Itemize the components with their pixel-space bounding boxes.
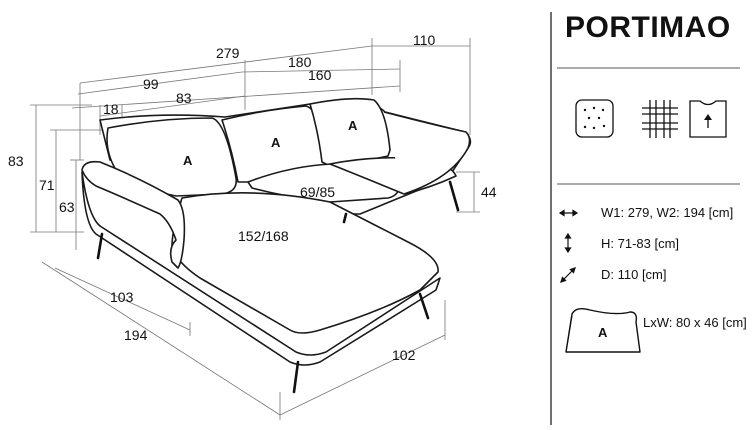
pillow-label-a: A xyxy=(598,325,608,340)
leg-front-corner xyxy=(292,360,300,394)
spec-width: W1: 279, W2: 194 [cm] xyxy=(601,205,733,220)
cushion-label-a-1: A xyxy=(183,153,193,168)
dim-chaise-depth: 103 xyxy=(110,289,134,305)
dim-width-18: 18 xyxy=(103,101,119,117)
leg-back-mid xyxy=(342,212,348,224)
woven-fabric-icon xyxy=(642,100,678,138)
dim-height-71: 71 xyxy=(39,177,55,193)
dim-side-length: 194 xyxy=(124,327,148,343)
dim-seat-depth: 69/85 xyxy=(300,184,335,200)
dim-width-160: 160 xyxy=(308,67,332,83)
cushion-label-a-3: A xyxy=(348,118,358,133)
height-dimension-lines xyxy=(30,104,104,250)
dim-chaise-length: 152/168 xyxy=(238,228,289,244)
bottom-dimension-lines xyxy=(41,261,446,420)
foam-cushion-icon xyxy=(575,99,614,138)
product-title: PORTIMAO xyxy=(565,11,731,44)
spec-depth: D: 110 [cm] xyxy=(601,267,667,282)
dim-total-width: 279 xyxy=(216,45,240,61)
dim-leg-height: 44 xyxy=(481,184,497,200)
dim-width-99: 99 xyxy=(143,76,159,92)
sofa-base xyxy=(81,171,441,366)
pillow-icon: A xyxy=(565,307,641,353)
dim-height-83: 83 xyxy=(8,153,24,169)
sofa-bed-storage-icon xyxy=(689,100,727,138)
depth-arrow-icon xyxy=(560,267,576,283)
leg-front-left xyxy=(96,232,104,260)
dimension-labels: 279 110 180 99 160 18 83 83 71 63 44 69/… xyxy=(8,32,497,363)
leg-chaise xyxy=(418,292,430,320)
top-dimension-lines xyxy=(71,38,471,160)
left-arm xyxy=(81,160,186,269)
height-arrow-icon xyxy=(564,232,572,254)
dim-height-63: 63 xyxy=(59,199,75,215)
dim-width-83: 83 xyxy=(176,90,192,106)
dim-chaise-width: 102 xyxy=(392,347,416,363)
back-cushion-right xyxy=(309,97,391,167)
cushion-label-a-2: A xyxy=(271,135,281,150)
leg-height-lines xyxy=(456,171,480,213)
spec-pillow: LxW: 80 x 46 [cm] xyxy=(643,315,747,330)
width-arrow-icon xyxy=(558,209,579,217)
sofa: A A A xyxy=(81,97,472,394)
leg-back-right xyxy=(448,180,460,212)
spec-height: H: 71-83 [cm] xyxy=(601,236,679,251)
dim-depth-top: 110 xyxy=(413,32,436,48)
dim-width-180: 180 xyxy=(288,54,312,70)
